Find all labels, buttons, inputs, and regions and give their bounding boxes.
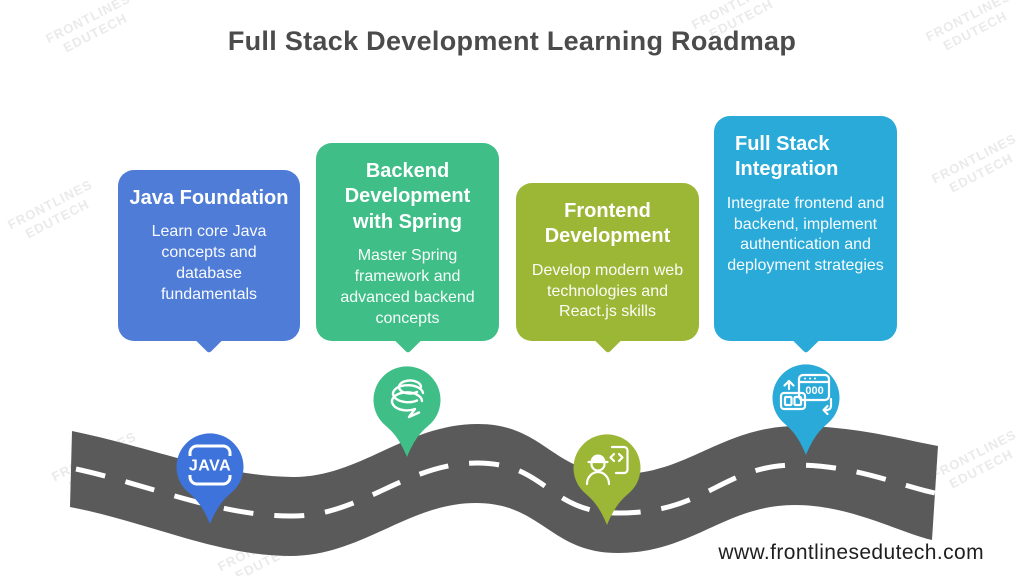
java-pin-icon: JAVA — [184, 444, 236, 486]
page-title: Full Stack Development Learning Roadmap — [227, 26, 797, 56]
java-pin-label: JAVA — [189, 458, 231, 475]
spring-map-pin — [373, 366, 441, 457]
card-title: Full Stack Integration — [735, 133, 839, 181]
website-url: www.frontlinesedutech.com — [718, 541, 984, 564]
card-description: Integrate frontend and backend, implemen… — [726, 194, 885, 275]
card-title: Frontend Development — [544, 200, 671, 248]
developer-icon — [585, 445, 629, 486]
svg-text:000: 000 — [805, 385, 823, 397]
pin-body — [373, 366, 441, 457]
pin-body — [573, 434, 641, 525]
card-description: Learn core Java concepts and database fu… — [151, 223, 267, 303]
step-card-fullstack-integration: Full Stack Integration Integrate fronten… — [714, 116, 897, 354]
step-card-frontend-development: Frontend Development Develop modern web … — [516, 183, 699, 354]
card-title: Backend Development with Spring — [344, 160, 471, 233]
step-card-backend-spring: Backend Development with Spring Master S… — [316, 143, 499, 354]
card-description: Master Spring framework and advanced bac… — [340, 247, 475, 327]
road-surface — [70, 424, 938, 556]
java-map-pin: JAVA — [176, 433, 244, 524]
frontend-map-pin — [573, 434, 641, 525]
road-center-line — [75, 460, 936, 519]
card-title: Java Foundation — [129, 187, 289, 209]
step-card-java-foundation: Java Foundation Learn core Java concepts… — [118, 170, 300, 354]
integration-map-pin: 000 — [772, 364, 840, 455]
deployment-window-icon: 000 — [779, 373, 833, 416]
card-description: Develop modern web technologies and Reac… — [531, 261, 684, 321]
spring-coil-icon — [390, 379, 425, 419]
